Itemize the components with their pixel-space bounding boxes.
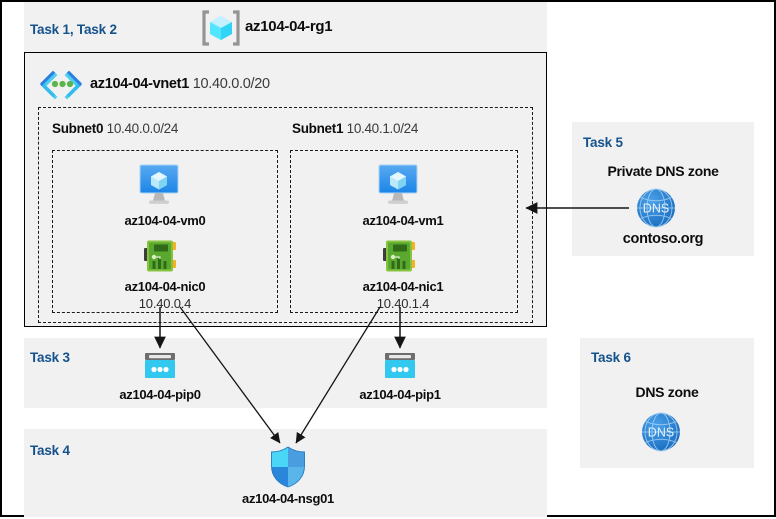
subnet0-box (52, 150, 278, 313)
vnet-cidr: 10.40.0.0/20 (192, 76, 270, 92)
subnet1-cidr: 10.40.1.0/24 (346, 121, 419, 136)
svg-text:DNS: DNS (643, 202, 669, 216)
pip1-label: az104-04-pip1 (359, 387, 441, 402)
subnet1-name: Subnet1 (292, 121, 344, 136)
vm1-label: az104-04-vm1 (362, 213, 444, 228)
dns-zone-icon: DNS (637, 408, 685, 456)
vnet-name: az104-04-vnet1 (90, 76, 189, 92)
virtual-network-icon (37, 70, 85, 100)
task-label-3: Task 3 (30, 350, 70, 365)
dns-zone-icon: DNS (632, 184, 680, 232)
task-label-6: Task 6 (591, 350, 631, 365)
nic1-label: az104-04-nic1 (362, 279, 444, 294)
public-ip-address-icon (382, 351, 418, 381)
subnet1-header: Subnet1 10.40.1.0/24 (292, 121, 418, 136)
public-ip-panel (24, 338, 547, 408)
subnets-container (38, 107, 533, 323)
private-dns-name: contoso.org (622, 231, 704, 247)
pip0-label: az104-04-pip0 (119, 387, 201, 402)
dns-heading: DNS zone (635, 384, 699, 400)
vnet-header: az104-04-vnet1 10.40.0.0/20 (90, 76, 270, 92)
nsg-label: az104-04-nsg01 (242, 491, 334, 506)
task-label-1-2: Task 1, Task 2 (30, 22, 117, 37)
vm0-label: az104-04-vm0 (124, 213, 206, 228)
private-dns-heading: Private DNS zone (607, 163, 719, 179)
public-ip-address-icon (142, 351, 178, 381)
private-dns-panel (572, 122, 754, 256)
network-security-group-icon (267, 445, 309, 489)
virtual-machine-icon (375, 162, 421, 206)
virtual-machine-icon (136, 162, 182, 206)
svg-text:DNS: DNS (648, 426, 674, 440)
task-label-5: Task 5 (583, 135, 623, 150)
vnet-box (24, 52, 547, 327)
subnet0-cidr: 10.40.0.0/24 (106, 121, 179, 136)
nic0-label: az104-04-nic0 (124, 279, 206, 294)
nic0-ip: 10.40.0.4 (138, 296, 192, 311)
nic1-ip: 10.40.1.4 (376, 296, 430, 311)
network-interface-icon (380, 238, 418, 274)
subnet0-header: Subnet0 10.40.0.0/24 (52, 121, 178, 136)
resource-group-panel (24, 2, 547, 52)
resource-group-icon (201, 9, 241, 47)
task-label-4: Task 4 (30, 443, 70, 458)
subnet1-box (290, 150, 518, 313)
network-interface-icon (141, 238, 179, 274)
resource-group-name: az104-04-rg1 (245, 18, 333, 35)
subnet0-name: Subnet0 (52, 121, 104, 136)
